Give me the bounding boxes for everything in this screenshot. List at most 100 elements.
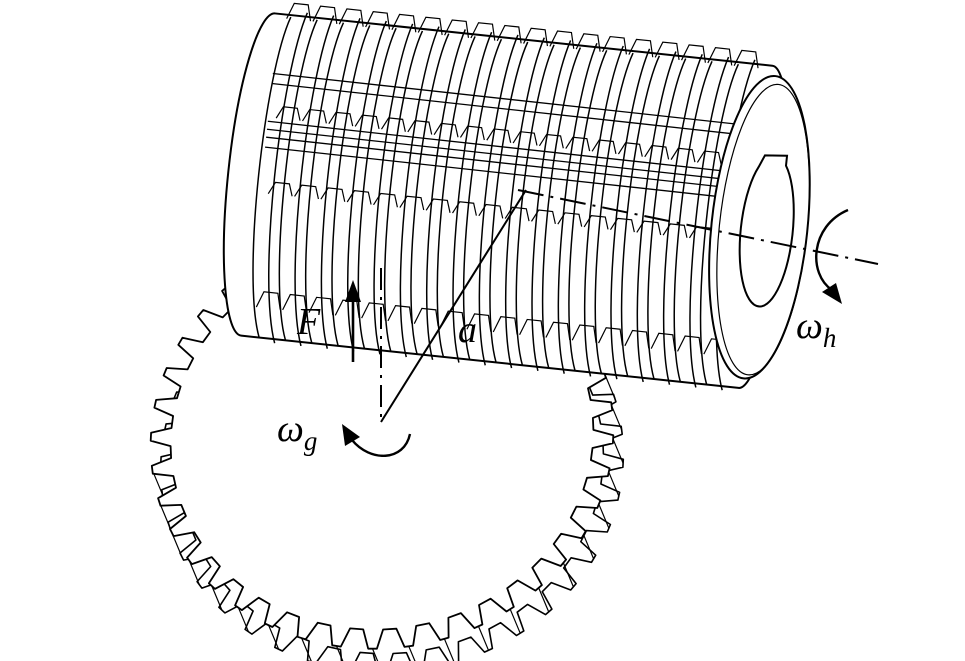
gear-omega-label: ωg (277, 408, 317, 456)
hob-tooth-tip (320, 187, 346, 202)
hob-tooth-tip (496, 24, 522, 44)
hob-tooth-tip (391, 13, 417, 33)
gear-tooth-flank (443, 638, 455, 661)
hob-tooth-tip (282, 293, 308, 313)
hob-rotation-arrow-head (822, 283, 842, 304)
hob-tooth-tip (328, 111, 354, 127)
hob-tooth-row (620, 51, 677, 383)
gear-tooth-flank (188, 560, 200, 586)
gear-tooth-flank (583, 534, 595, 560)
hob-tooth-tip (380, 117, 406, 132)
hob-tooth-tip (670, 147, 696, 163)
force-label: F (296, 301, 321, 343)
hob-tooth-tip (696, 150, 722, 166)
hob-tooth-tip (267, 181, 293, 197)
hob-tooth-tip (338, 8, 364, 27)
hob-end-face (708, 74, 811, 380)
hob-tooth-tip (361, 302, 387, 321)
hob-tooth-tip (308, 296, 334, 316)
hob-tooth-tip (530, 209, 556, 225)
hob-tooth-tip (571, 324, 597, 343)
hob-tooth-row (278, 15, 335, 347)
hob-tooth-row (304, 18, 361, 349)
gear-tooth-flank (301, 637, 312, 661)
annotations (342, 189, 879, 457)
gear-tooth-flank (562, 562, 574, 588)
hob-tooth-tip (301, 108, 327, 124)
gear-tooth-flank (408, 646, 416, 661)
center-distance-label: a (458, 309, 477, 351)
hob-tooth-tip (294, 184, 320, 200)
hob-tooth-tip (609, 217, 635, 233)
hob-tooth-tip (591, 139, 617, 154)
hob-tooth-row (436, 31, 493, 363)
hob-tooth-tip (387, 304, 413, 324)
gear-rotation-arrow (351, 433, 412, 457)
gear-tooth-flank (268, 624, 280, 650)
gear-tooth-flank (477, 626, 490, 651)
hob-tooth-tip (486, 128, 512, 143)
hob-tooth-tip (365, 11, 391, 30)
hob-tooth-row (410, 29, 466, 360)
hob-tooth-row (489, 37, 545, 369)
hob-tooth-row (568, 45, 624, 377)
hob-tooth-tip (557, 212, 583, 227)
hob-tooth-tip (549, 30, 575, 49)
hob-tooth-tip (373, 192, 398, 208)
hob-tooth-tip (538, 133, 564, 149)
hob-tooth-tip (583, 214, 609, 230)
hob-tooth-tip (492, 316, 518, 335)
hob-tooth-row (594, 48, 651, 380)
hob-axis (517, 189, 879, 265)
hob-cutter (222, 2, 811, 391)
hob-tooth-tip (255, 291, 281, 310)
hob-tooth-tip (565, 136, 591, 152)
hob-tooth-tip (617, 142, 643, 157)
hob-tooth-tip (275, 106, 301, 121)
gear-tooth-flank (598, 504, 610, 529)
hob-tooth-tip (624, 329, 650, 349)
hob-tooth-tip (512, 131, 538, 146)
hob-tooth-tip (407, 120, 433, 135)
hob-tooth-row (331, 20, 388, 352)
hob-tooth-tip (425, 198, 451, 213)
hob-bore (738, 154, 795, 308)
hob-tooth-row (541, 42, 598, 374)
hob-tooth-tip (680, 44, 706, 63)
hob-tooth-tip (523, 27, 549, 47)
hob-tooth-tip (598, 327, 624, 346)
gear-tooth-flank (608, 471, 620, 497)
hob-tooth-tip (504, 206, 530, 222)
hob-tooth-tip (413, 307, 439, 327)
hob-tooth-tip (312, 5, 338, 25)
hob-tooth-row (252, 12, 309, 344)
hob-tooth-tip (650, 332, 676, 352)
hob-tooth-tip (545, 321, 571, 341)
gear-rotation-arrow-head (342, 424, 360, 446)
hob-tooth-tip (654, 41, 680, 60)
gear-tooth-flank (612, 438, 624, 464)
hob-tooth-tip (676, 335, 702, 354)
hob-omega-label: ωh (796, 305, 836, 353)
hob-tooth-tip (452, 201, 477, 216)
hob-tooth-row (515, 40, 572, 372)
hob-tooth-tip (602, 35, 628, 55)
hob-tooth-tip (354, 114, 380, 130)
gear-tooth-flank (509, 608, 521, 634)
hob-gashes (265, 72, 780, 204)
gear-tooth-flank (211, 585, 223, 611)
gear-tooth-flank (538, 587, 550, 613)
hob-tooth-row (647, 54, 703, 385)
hob-tooth-tip (470, 22, 496, 41)
hob-tooth-tip (628, 38, 654, 58)
gear-tooth-flank (237, 607, 250, 633)
hob-tooth-tip (644, 144, 670, 160)
hob-tooth-tip (478, 203, 504, 219)
hob-tooth-tip (733, 49, 759, 69)
hob-tooth-tip (433, 122, 459, 138)
hob-tooth-tip (459, 125, 485, 141)
hob-rotation-arrow (815, 208, 849, 291)
gear-tooth-flank (335, 645, 344, 661)
